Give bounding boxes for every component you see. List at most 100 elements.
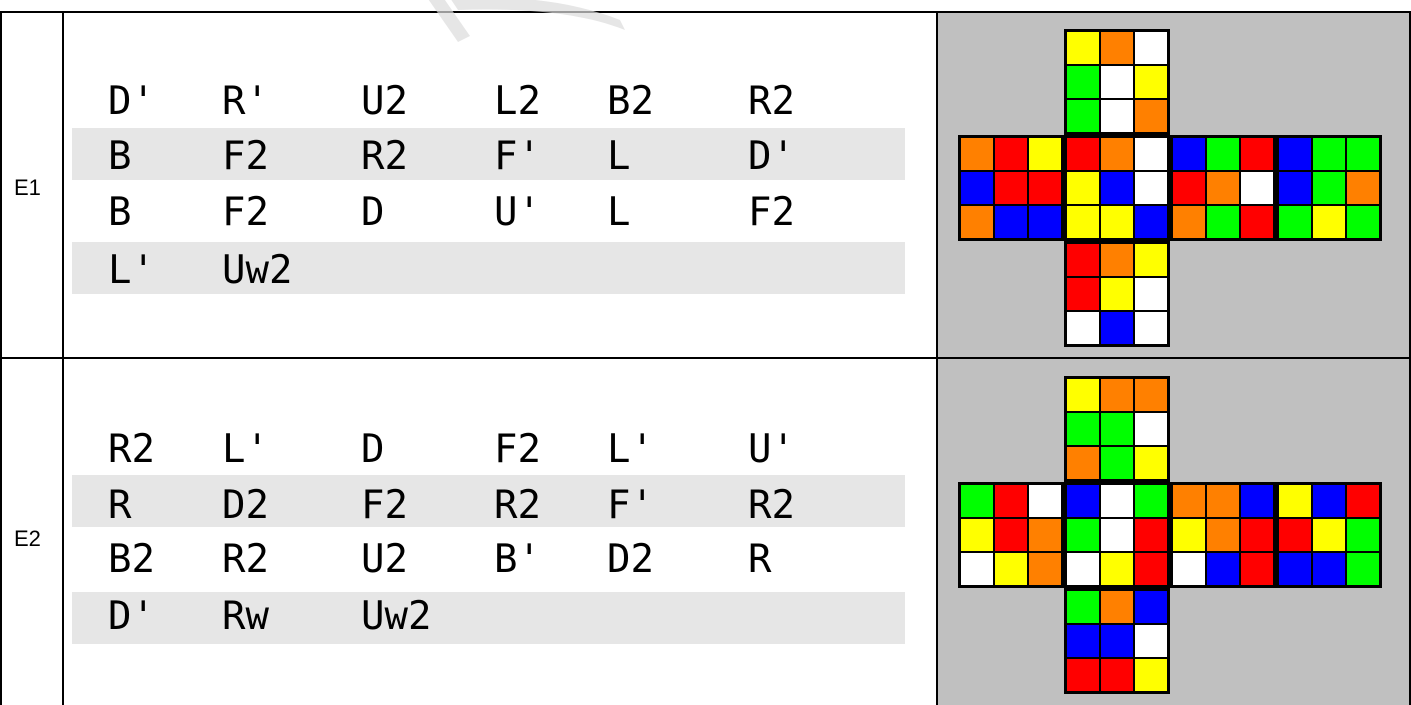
cube-sticker bbox=[1028, 518, 1062, 552]
cube-sticker bbox=[1100, 518, 1134, 552]
cube-sticker bbox=[1028, 484, 1062, 518]
cube-sticker bbox=[1134, 446, 1168, 480]
cube-sticker bbox=[1100, 658, 1134, 692]
cube-sticker bbox=[1066, 412, 1100, 446]
cube-sticker bbox=[1100, 412, 1134, 446]
scramble-move: L' bbox=[108, 251, 155, 290]
scramble-move: R bbox=[748, 540, 771, 579]
scramble-move: Rw bbox=[222, 597, 269, 636]
cube-sticker bbox=[1312, 484, 1346, 518]
cube-sticker bbox=[1100, 484, 1134, 518]
scramble-move: R' bbox=[222, 82, 269, 121]
cube-sticker bbox=[1066, 65, 1100, 99]
scramble-label-e1: E1 bbox=[14, 175, 41, 201]
cube-sticker bbox=[1346, 137, 1380, 171]
cube-sticker bbox=[1066, 590, 1100, 624]
scramble-move: F' bbox=[607, 486, 654, 525]
cube-sticker bbox=[994, 137, 1028, 171]
cube-sticker bbox=[1134, 484, 1168, 518]
cube-sticker bbox=[1066, 243, 1100, 277]
cube-sticker bbox=[1100, 277, 1134, 311]
scramble-move: U' bbox=[494, 193, 541, 232]
scramble-move: F2 bbox=[494, 430, 541, 469]
scramble-move: U2 bbox=[361, 540, 408, 579]
scramble-move: R2 bbox=[494, 486, 541, 525]
scramble-label-e2: E2 bbox=[14, 526, 41, 552]
cube-sticker bbox=[1346, 205, 1380, 239]
cube-sticker bbox=[1100, 171, 1134, 205]
cube-sticker bbox=[1172, 205, 1206, 239]
cube-sticker bbox=[1206, 171, 1240, 205]
cube-sticker bbox=[1100, 205, 1134, 239]
row-band bbox=[72, 242, 905, 294]
cube-sticker bbox=[1028, 171, 1062, 205]
cube-sticker bbox=[1172, 552, 1206, 586]
cube-sticker bbox=[1278, 484, 1312, 518]
scramble-move: R2 bbox=[748, 486, 795, 525]
scramble-move: L' bbox=[607, 430, 654, 469]
scramble-move: R2 bbox=[361, 137, 408, 176]
scramble-move: D' bbox=[108, 82, 155, 121]
cube-sticker bbox=[1240, 171, 1274, 205]
cube-sticker bbox=[1134, 552, 1168, 586]
cube-sticker bbox=[1066, 99, 1100, 133]
cube-sticker bbox=[1100, 65, 1134, 99]
scramble-move: F2 bbox=[222, 137, 269, 176]
preview-column-divider bbox=[936, 11, 938, 705]
cube-sticker bbox=[1134, 65, 1168, 99]
cube-sticker bbox=[1312, 137, 1346, 171]
cube-sticker bbox=[1278, 171, 1312, 205]
scramble-move: F2 bbox=[748, 193, 795, 232]
cube-sticker bbox=[1312, 205, 1346, 239]
cube-sticker bbox=[1066, 552, 1100, 586]
cube-sticker bbox=[1206, 552, 1240, 586]
cube-sticker bbox=[994, 484, 1028, 518]
table-left-border bbox=[0, 11, 2, 705]
cube-sticker bbox=[1066, 137, 1100, 171]
cube-sticker bbox=[1134, 171, 1168, 205]
cube-sticker bbox=[1100, 446, 1134, 480]
cube-sticker bbox=[1172, 137, 1206, 171]
scramble-move: B2 bbox=[108, 540, 155, 579]
cube-sticker bbox=[1066, 658, 1100, 692]
scramble-move: F' bbox=[494, 137, 541, 176]
scramble-move: F2 bbox=[361, 486, 408, 525]
scramble-move: D bbox=[361, 193, 384, 232]
scramble-move: B bbox=[108, 137, 131, 176]
cube-sticker bbox=[1346, 552, 1380, 586]
cube-sticker bbox=[1134, 205, 1168, 239]
cube-sticker bbox=[994, 518, 1028, 552]
cube-sticker bbox=[1100, 243, 1134, 277]
scramble-move: F2 bbox=[222, 193, 269, 232]
scramble-move: L bbox=[607, 137, 630, 176]
scramble-move: B' bbox=[494, 540, 541, 579]
cube-sticker bbox=[1278, 137, 1312, 171]
cube-sticker bbox=[1240, 205, 1274, 239]
cube-sticker bbox=[1100, 137, 1134, 171]
cube-sticker bbox=[1206, 518, 1240, 552]
cube-sticker bbox=[1240, 137, 1274, 171]
cube-sticker bbox=[1278, 552, 1312, 586]
cube-sticker bbox=[1028, 137, 1062, 171]
cube-sticker bbox=[1028, 205, 1062, 239]
cube-sticker bbox=[960, 137, 994, 171]
cube-sticker bbox=[1346, 484, 1380, 518]
cube-sticker bbox=[1134, 311, 1168, 345]
cube-sticker bbox=[1100, 590, 1134, 624]
cube-sticker bbox=[1134, 31, 1168, 65]
cube-sticker bbox=[1134, 412, 1168, 446]
cube-sticker bbox=[1240, 518, 1274, 552]
cube-sticker bbox=[1066, 171, 1100, 205]
scramble-move: D bbox=[361, 430, 384, 469]
cube-sticker bbox=[960, 484, 994, 518]
label-column-divider bbox=[62, 11, 64, 705]
cube-sticker bbox=[1100, 31, 1134, 65]
cube-sticker bbox=[960, 205, 994, 239]
scramble-move: D2 bbox=[607, 540, 654, 579]
cube-sticker bbox=[1100, 378, 1134, 412]
cube-sticker bbox=[1066, 277, 1100, 311]
cube-sticker bbox=[1206, 205, 1240, 239]
cube-sticker bbox=[1100, 552, 1134, 586]
cube-sticker bbox=[1066, 484, 1100, 518]
